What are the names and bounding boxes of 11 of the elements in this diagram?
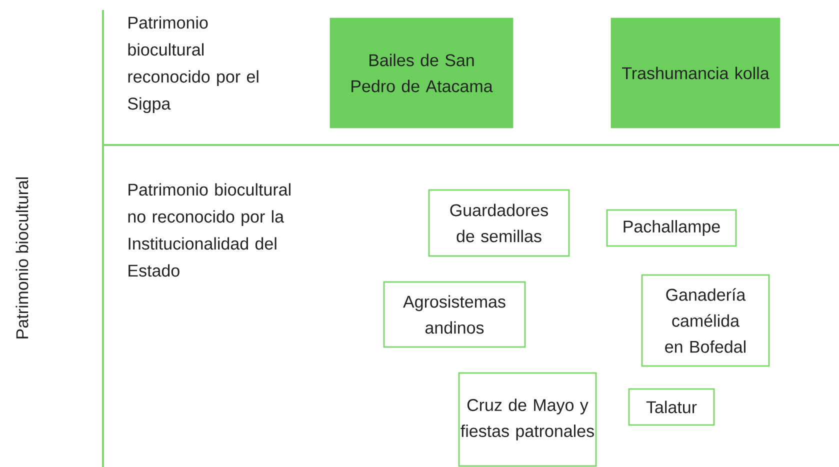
practice-box: Agrosistemas andinos xyxy=(383,281,526,348)
practice-box: Cruz de Mayo y fiestas patronales xyxy=(458,372,597,467)
heritage-box: Trashumancia kolla xyxy=(610,18,780,128)
row-label: Patrimonio biocultural no reconocido por la Institucionalidad del Estado xyxy=(128,183,290,277)
practice-box: Talatur xyxy=(628,388,715,426)
practice-box: Guardadores de semillas xyxy=(428,189,570,257)
practice-box: Pachallampe xyxy=(606,209,737,247)
row-label: Patrimonio biocultural reconocido por el Sigpa xyxy=(128,16,258,114)
heritage-box: Bailes de San Pedro de Atacama xyxy=(330,18,514,128)
axis-label: Patrimonio biocultural xyxy=(16,177,28,338)
practice-box: Ganadería camélida en Bofedal xyxy=(641,274,770,367)
